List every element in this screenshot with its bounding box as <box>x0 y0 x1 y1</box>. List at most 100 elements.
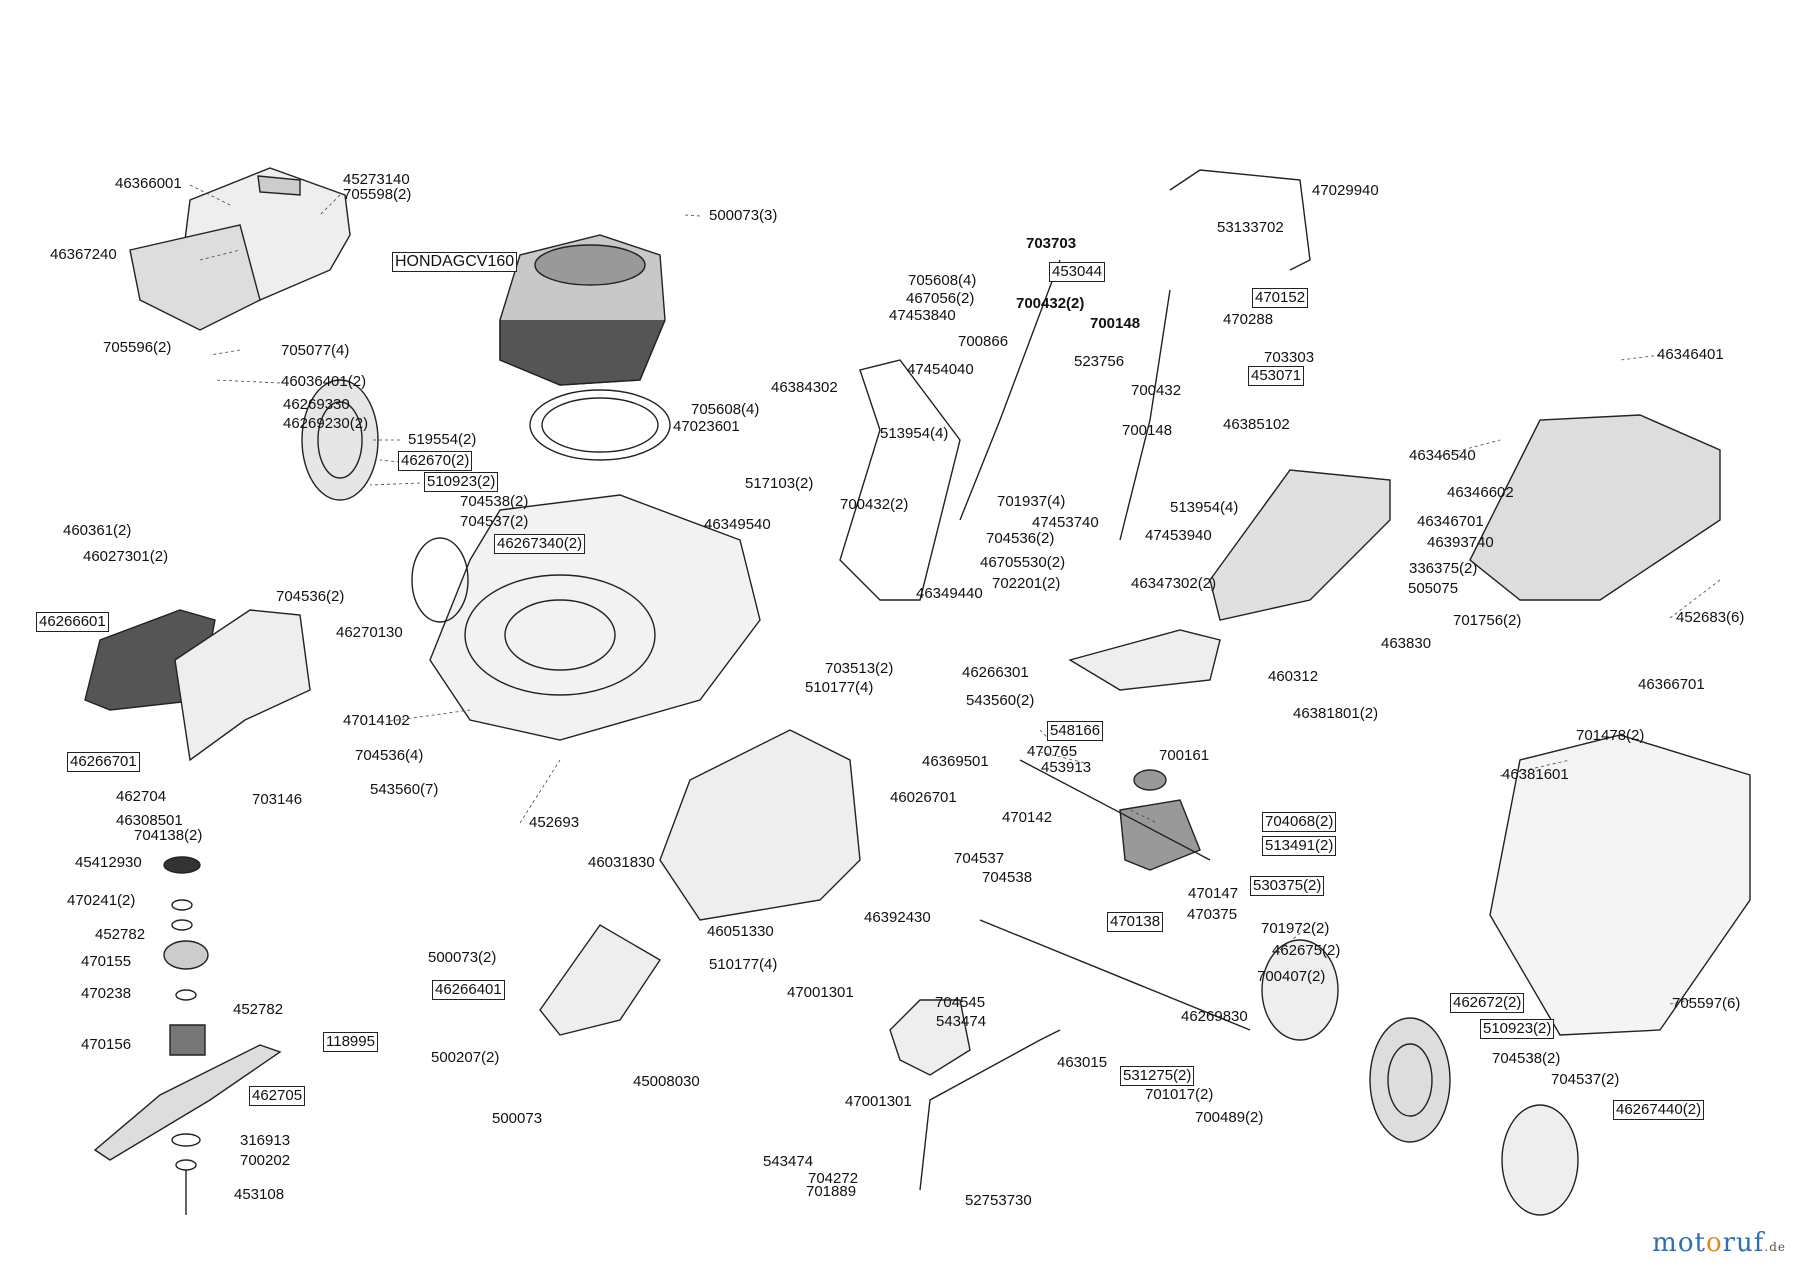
part-number-label: 46308501 <box>116 812 183 829</box>
part-number-label: 513954(4) <box>880 425 949 442</box>
rear-axle-part <box>979 919 1251 1031</box>
part-number-label: 53133702 <box>1217 219 1284 236</box>
part-number-label: 460361(2) <box>63 522 132 539</box>
part-number-label: 700432(2) <box>840 496 909 513</box>
part-number-label: 505075 <box>1408 580 1459 597</box>
leader-line <box>319 194 341 216</box>
part-number-label: 705608(4) <box>691 401 760 418</box>
part-number-label: 519554(2) <box>408 431 477 448</box>
gearbox-part <box>1119 799 1201 871</box>
engine-part <box>499 234 666 386</box>
part-number-label: 46369501 <box>922 753 989 770</box>
part-number-label: 46269330 <box>283 396 350 413</box>
part-number-label: 462670(2) <box>398 451 473 471</box>
watermark-part1: mot <box>1652 1228 1706 1258</box>
part-number-label: 46393740 <box>1427 534 1494 551</box>
part-number-label: 700866 <box>958 333 1009 350</box>
part-number-label: 704536(4) <box>355 747 424 764</box>
watermark-part3: ruf <box>1722 1228 1765 1258</box>
part-number-label: 46266701 <box>67 752 140 772</box>
part-number-label: 462672(2) <box>1450 993 1525 1013</box>
part-number-label: 705596(2) <box>103 339 172 356</box>
part-number-label: 701972(2) <box>1261 920 1330 937</box>
part-number-label: 452782 <box>233 1001 284 1018</box>
part-number-label: 46051330 <box>707 923 774 940</box>
part-number-label: 46384302 <box>771 379 838 396</box>
leader-line <box>214 379 281 384</box>
part-number-label: 45273140 <box>343 171 410 188</box>
part-number-label: 470152 <box>1252 288 1309 308</box>
part-number-label: 700432 <box>1131 382 1182 399</box>
part-number-label: 705608(4) <box>908 272 977 289</box>
part-number-label: 704538(2) <box>1492 1050 1561 1067</box>
part-number-label: 704537(2) <box>1551 1071 1620 1088</box>
leader-line <box>379 459 401 463</box>
blade-stack-part <box>93 856 282 1215</box>
part-number-label: 46346701 <box>1417 513 1484 530</box>
part-number-label: 46267440(2) <box>1613 1100 1705 1120</box>
part-number-label: 47014102 <box>343 712 410 729</box>
part-number-label: 46366001 <box>115 175 182 192</box>
watermark-part2: o <box>1705 1228 1723 1258</box>
part-number-label: 543560(7) <box>370 781 439 798</box>
part-number-label: 463830 <box>1381 635 1432 652</box>
part-number-label: 548166 <box>1047 721 1104 741</box>
engine-label: HONDAGCV160 <box>392 252 518 272</box>
part-number-label: 705077(4) <box>281 342 350 359</box>
leader-line <box>209 349 241 356</box>
part-number-label: 46346602 <box>1447 484 1514 501</box>
leader-line <box>369 482 421 486</box>
handle-upper-part <box>959 169 1311 541</box>
part-number-label: 701017(2) <box>1145 1086 1214 1103</box>
part-number-label: 452683(6) <box>1676 609 1745 626</box>
part-number-label: 701756(2) <box>1453 612 1522 629</box>
leader-line <box>389 709 471 722</box>
part-number-label: 704068(2) <box>1262 812 1337 832</box>
part-number-label: 543474 <box>936 1013 987 1030</box>
part-number-label: 118995 <box>323 1032 378 1052</box>
part-number-label: 703146 <box>252 791 303 808</box>
part-number-label: 460312 <box>1268 668 1319 685</box>
leader-lines <box>189 184 1721 1005</box>
part-number-label: 500073(3) <box>709 207 778 224</box>
part-number-label: 47453940 <box>1145 527 1212 544</box>
part-number-label: 316913 <box>240 1132 291 1149</box>
part-number-label: 453044 <box>1049 262 1106 282</box>
part-number-label: 46267340(2) <box>494 534 586 554</box>
part-number-label: 510923(2) <box>424 472 499 492</box>
part-number-label: 704537(2) <box>460 513 529 530</box>
part-number-label: 47001301 <box>787 984 854 1001</box>
part-number-label: 700161 <box>1159 747 1210 764</box>
part-number-label: 523756 <box>1074 353 1125 370</box>
part-number-label: 453913 <box>1041 759 1092 776</box>
part-number-label: 470765 <box>1027 743 1078 760</box>
wheel-right-part <box>1261 939 1579 1216</box>
part-number-label: 47001301 <box>845 1093 912 1110</box>
part-number-label: 46266301 <box>962 664 1029 681</box>
part-number-label: 453071 <box>1248 366 1305 386</box>
part-number-label: 470156 <box>81 1036 132 1053</box>
leader-line <box>684 214 701 217</box>
leader-line <box>189 184 231 206</box>
leader-line <box>1039 751 1086 764</box>
part-number-label: 702201(2) <box>992 575 1061 592</box>
part-number-label: 703303 <box>1264 349 1315 366</box>
part-number-label: 46266601 <box>36 612 109 632</box>
part-number-label: 543474 <box>763 1153 814 1170</box>
part-number-label: 463015 <box>1057 1054 1108 1071</box>
part-number-label: 510177(4) <box>805 679 874 696</box>
part-number-label: 704536(2) <box>986 530 1055 547</box>
grassbox-lid-part <box>1209 469 1391 621</box>
part-number-label: 700489(2) <box>1195 1109 1264 1126</box>
part-number-label: 500073(2) <box>428 949 497 966</box>
part-number-label: 462705 <box>249 1086 306 1106</box>
part-number-label: 517103(2) <box>745 475 814 492</box>
part-number-label: 513954(4) <box>1170 499 1239 516</box>
part-number-label: 46036401(2) <box>281 373 367 390</box>
part-number-label: 46349540 <box>704 516 771 533</box>
part-number-label: 462675(2) <box>1272 942 1341 959</box>
part-number-label: 46027301(2) <box>83 548 169 565</box>
part-number-label: 46269230(2) <box>283 415 369 432</box>
